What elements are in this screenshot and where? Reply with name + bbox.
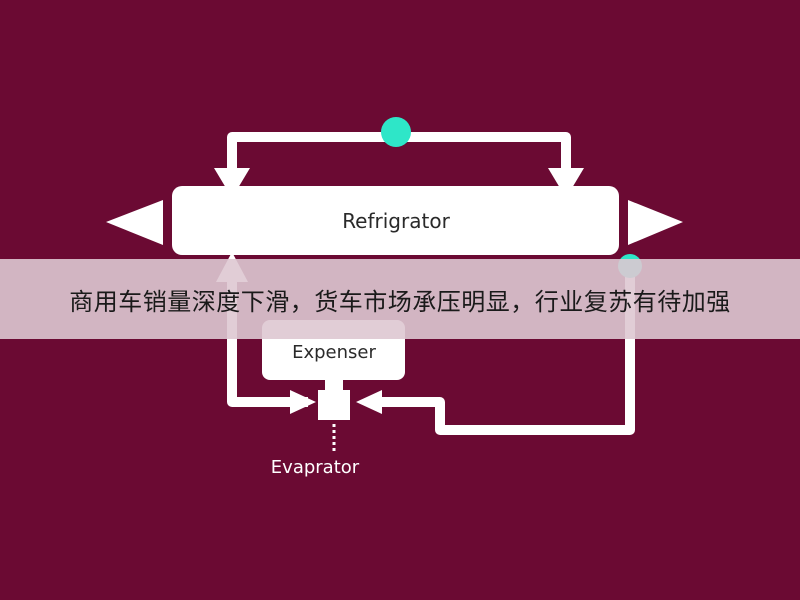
valve-stem bbox=[325, 378, 343, 392]
valve-body bbox=[318, 390, 350, 420]
top-left-down-arrow-icon bbox=[214, 168, 250, 198]
refrigerator-label: Refrigrator bbox=[342, 209, 450, 233]
banner-text: 商用车销量深度下滑，货车市场承压明显，行业复苏有待加强 bbox=[69, 287, 731, 316]
left-inlet-arrow-icon bbox=[290, 390, 316, 414]
left-side-arrow-icon bbox=[106, 200, 163, 245]
caption-banner: 商用车销量深度下滑，货车市场承压明显，行业复苏有待加强 bbox=[0, 259, 800, 339]
top-junction-node bbox=[381, 117, 411, 147]
right-return-pipe bbox=[372, 262, 635, 435]
right-side-arrow-icon bbox=[628, 200, 683, 245]
right-inlet-arrow-icon bbox=[356, 390, 382, 414]
expenser-label: Expenser bbox=[292, 342, 376, 363]
top-right-down-arrow-icon bbox=[548, 168, 584, 198]
refrigerator-box bbox=[172, 186, 619, 255]
evaporator-label: Evaprator bbox=[271, 457, 360, 478]
